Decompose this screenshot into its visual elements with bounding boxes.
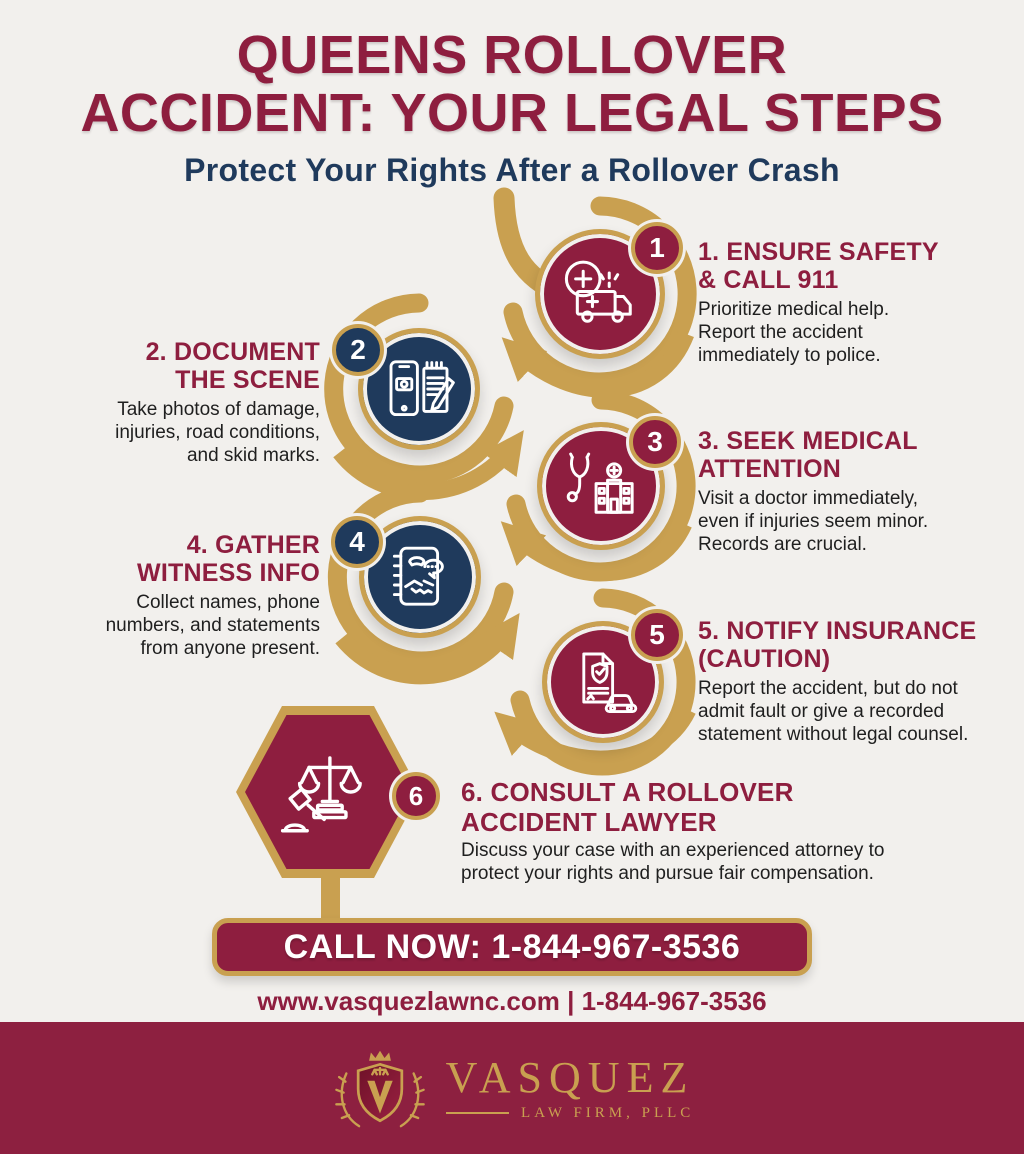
- step-1-number-badge: 1: [631, 222, 683, 274]
- text-line: Discuss your case with an experienced at…: [461, 840, 885, 861]
- step-6-description: Discuss your case with an experienced at…: [461, 839, 885, 885]
- footer: VASQUEZ LAW FIRM, PLLC: [0, 1022, 1024, 1154]
- text-line: protect your rights and pursue fair comp…: [461, 863, 874, 884]
- step-6-heading: 6. CONSULT A ROLLOVER ACCIDENT LAWYER: [461, 777, 794, 837]
- step-1-description: Prioritize medical help. Report the acci…: [698, 298, 889, 367]
- text-line: Report the accident, but do not: [698, 678, 958, 699]
- text-line: Visit a doctor immediately,: [698, 488, 918, 509]
- text-line: Collect names, phone: [136, 592, 320, 613]
- text-line: statement without legal counsel.: [698, 724, 969, 745]
- text-line: immediately to police.: [698, 345, 881, 366]
- text-line: numbers, and statements: [105, 615, 320, 636]
- text-line: Records are crucial.: [698, 534, 867, 555]
- text-line: from anyone present.: [140, 638, 320, 659]
- insurance-document-car-icon: [582, 652, 638, 714]
- firm-name: VASQUEZ: [445, 1052, 695, 1102]
- text-line: Prioritize medical help.: [698, 299, 890, 320]
- call-now-button[interactable]: CALL NOW: 1-844-967-3536: [212, 918, 812, 976]
- contact-book-handshake-icon: [392, 546, 444, 606]
- text-line: 4. GATHER: [186, 531, 320, 559]
- step-2-heading: 2. DOCUMENT THE SCENE: [146, 338, 320, 394]
- stethoscope-hospital-icon: [566, 452, 634, 514]
- page-subtitle: Protect Your Rights After a Rollover Cra…: [184, 152, 840, 188]
- text-line: (CAUTION): [698, 645, 831, 673]
- text-line: 1. ENSURE SAFETY: [698, 238, 939, 266]
- step-3-heading: 3. SEEK MEDICAL ATTENTION: [698, 427, 918, 483]
- step-6-hexagon: [236, 706, 420, 878]
- website-phone-line[interactable]: www.vasquezlawnc.com | 1-844-967-3536: [257, 986, 767, 1016]
- text-line: THE SCENE: [175, 366, 320, 394]
- text-line: & CALL 911: [698, 266, 839, 294]
- connector-stem: [321, 872, 340, 922]
- text-line: admit fault or give a recorded: [698, 701, 945, 722]
- divider-line: [445, 1112, 510, 1114]
- step-2-number-badge: 2: [332, 324, 384, 376]
- step-5-number-badge: 5: [631, 609, 683, 661]
- step-5-heading: 5. NOTIFY INSURANCE (CAUTION): [698, 617, 976, 673]
- title-line-2: ACCIDENT: YOUR LEGAL STEPS: [80, 83, 944, 143]
- page-title: QUEENS ROLLOVER ACCIDENT: YOUR LEGAL STE…: [0, 26, 1024, 142]
- scales-gavel-icon: [280, 756, 362, 833]
- text-line: 3. SEEK MEDICAL: [698, 427, 918, 455]
- step-5-description: Report the accident, but do not admit fa…: [698, 677, 968, 746]
- text-line: Report the accident: [698, 322, 863, 343]
- text-line: ACCIDENT LAWYER: [461, 807, 717, 837]
- step-3-description: Visit a doctor immediately, even if inju…: [698, 487, 928, 556]
- phone-camera-notepad-icon: [389, 360, 455, 417]
- firm-subtitle: LAW FIRM, PLLC: [521, 1104, 695, 1121]
- text-line: and skid marks.: [186, 445, 320, 466]
- text-line: 6. CONSULT A ROLLOVER: [461, 777, 794, 807]
- law-firm-crest-logo: [334, 1050, 425, 1128]
- step-6-number-badge: 6: [392, 772, 440, 820]
- text-line: even if injuries seem minor.: [698, 511, 929, 532]
- step-4-heading: 4. GATHER WITNESS INFO: [137, 531, 320, 587]
- step-3-number-badge: 3: [629, 416, 681, 468]
- firm-wordmark: VASQUEZ LAW FIRM, PLLC: [445, 1052, 695, 1122]
- step-1-heading: 1. ENSURE SAFETY & CALL 911: [698, 238, 939, 294]
- text-line: WITNESS INFO: [137, 559, 320, 587]
- text-line: 2. DOCUMENT: [145, 338, 320, 366]
- text-line: 5. NOTIFY INSURANCE: [698, 617, 977, 645]
- step-2-description: Take photos of damage, injuries, road co…: [115, 398, 320, 467]
- title-line-1: QUEENS ROLLOVER: [236, 25, 788, 85]
- step-4-description: Collect names, phone numbers, and statem…: [106, 591, 320, 660]
- text-line: injuries, road conditions,: [115, 422, 320, 443]
- text-line: Take photos of damage,: [117, 399, 320, 420]
- step-4-number-badge: 4: [331, 516, 383, 568]
- text-line: ATTENTION: [698, 455, 841, 483]
- ambulance-cross-icon: [564, 260, 632, 323]
- step-6-hexagon-inner: [245, 715, 411, 869]
